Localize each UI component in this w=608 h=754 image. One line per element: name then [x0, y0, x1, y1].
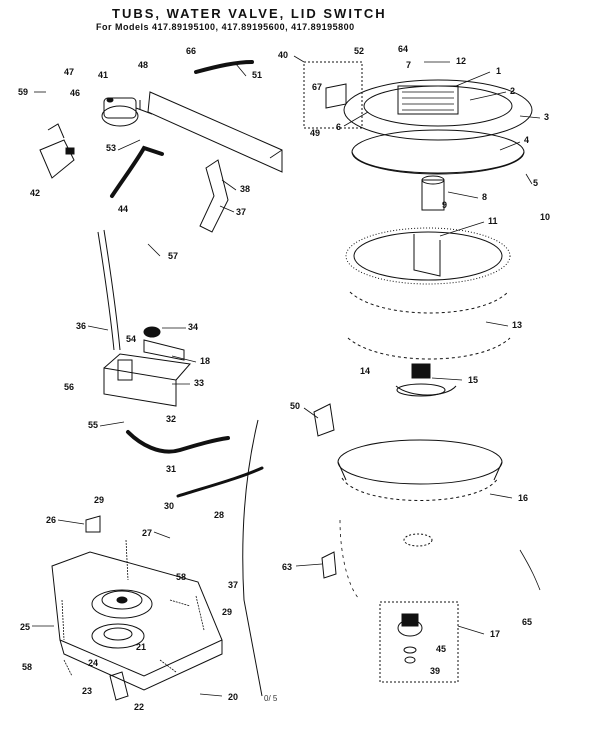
callout-54: 54: [126, 334, 136, 344]
tub-bracket-63: [321, 551, 337, 579]
callout-48: 48: [138, 60, 148, 70]
callout-13: 13: [512, 320, 522, 330]
callout-65: 65: [522, 617, 532, 627]
callout-14: 14: [360, 366, 370, 376]
callout-3: 3: [544, 112, 549, 122]
air-dome-tube: [97, 229, 121, 351]
callout-33: 33: [194, 378, 204, 388]
centering-springs: [61, 539, 205, 677]
callout-52: 52: [354, 46, 364, 56]
callout-47: 47: [64, 67, 74, 77]
callout-37b: 37: [228, 580, 238, 590]
callout-41: 41: [98, 70, 108, 80]
callout-24: 24: [88, 658, 98, 668]
bracket-38-37: [199, 159, 229, 233]
callout-42: 42: [30, 188, 40, 198]
page-note: 0/ 5: [264, 694, 278, 703]
callout-17: 17: [490, 629, 500, 639]
outer-tub: [337, 439, 503, 501]
callout-39: 39: [430, 666, 440, 676]
callout-34: 34: [188, 322, 198, 332]
callout-1: 1: [496, 66, 501, 76]
snubber-bracket: [85, 515, 129, 701]
cabinet-corner-curve: [176, 419, 264, 697]
callout-7: 7: [406, 60, 411, 70]
callout-58b: 58: [22, 662, 32, 672]
callout-29a: 29: [94, 495, 104, 505]
callout-4: 4: [524, 135, 529, 145]
callout-53: 53: [106, 143, 116, 153]
model-numbers: For Models 417.89195100, 417.89195600, 4…: [96, 22, 355, 32]
callout-25: 25: [20, 622, 30, 632]
spin-basket-body: [347, 291, 511, 360]
callout-18: 18: [200, 356, 210, 366]
callout-11: 11: [488, 216, 498, 226]
callout-8: 8: [482, 192, 487, 202]
callout-50: 50: [290, 401, 300, 411]
callout-51: 51: [252, 70, 262, 80]
callout-2: 2: [510, 86, 515, 96]
callout-49: 49: [310, 128, 320, 138]
boot-assembly: [379, 601, 459, 683]
callout-29b: 29: [222, 607, 232, 617]
water-valve: [101, 97, 153, 127]
cabinet-top-outline: [139, 91, 283, 173]
callout-45: 45: [436, 644, 446, 654]
callout-21: 21: [136, 642, 146, 652]
tub-cover: [343, 79, 533, 141]
spin-basket-top: [345, 227, 511, 285]
callout-64: 64: [398, 44, 408, 54]
base-plate: [51, 551, 223, 691]
callout-46: 46: [70, 88, 80, 98]
callout-44: 44: [118, 204, 128, 214]
snubber-50: [313, 403, 335, 437]
agitator-cap: [421, 175, 445, 211]
callout-63: 63: [282, 562, 292, 572]
outer-tub-lower: [339, 519, 541, 601]
callout-67: 67: [312, 82, 322, 92]
callout-66: 66: [186, 46, 196, 56]
callout-36: 36: [76, 321, 86, 331]
callout-12: 12: [456, 56, 466, 66]
callout-30: 30: [164, 501, 174, 511]
callout-16: 16: [518, 493, 528, 503]
callout-57: 57: [168, 251, 178, 261]
rivet-panel-40: [303, 61, 363, 129]
leader-lines: [32, 55, 541, 697]
callout-55: 55: [88, 420, 98, 430]
callout-23: 23: [82, 686, 92, 696]
callout-31: 31: [166, 464, 176, 474]
callout-15: 15: [468, 375, 478, 385]
callout-27: 27: [142, 528, 152, 538]
callout-32: 32: [166, 414, 176, 424]
callout-56: 56: [64, 382, 74, 392]
callout-38: 38: [240, 184, 250, 194]
callout-37a: 37: [236, 207, 246, 217]
brake-assembly: [91, 623, 145, 649]
callout-26: 26: [46, 515, 56, 525]
callout-59: 59: [18, 87, 28, 97]
callout-58a: 58: [176, 572, 186, 582]
callout-6: 6: [336, 122, 341, 132]
callout-20: 20: [228, 692, 238, 702]
pressure-switch-bracket: [103, 326, 191, 407]
callout-9: 9: [442, 200, 447, 210]
hub-and-seal: [395, 363, 457, 397]
tub-ring: [351, 129, 525, 175]
lid-switch: [39, 123, 75, 179]
drain-hose: [126, 430, 230, 454]
callout-5: 5: [533, 178, 538, 188]
drive-pulley: [91, 589, 153, 619]
callout-labels: 1 2 3 4 5 6 7 8 9 10 11 12 13 14 15 16 1…: [18, 44, 550, 712]
fill-hose-upper: [110, 60, 254, 198]
callout-10: 10: [540, 212, 550, 222]
callout-40: 40: [278, 50, 288, 60]
diagram-title: TUBS, WATER VALVE, LID SWITCH: [112, 6, 387, 21]
callout-22: 22: [134, 702, 144, 712]
callout-28: 28: [214, 510, 224, 520]
